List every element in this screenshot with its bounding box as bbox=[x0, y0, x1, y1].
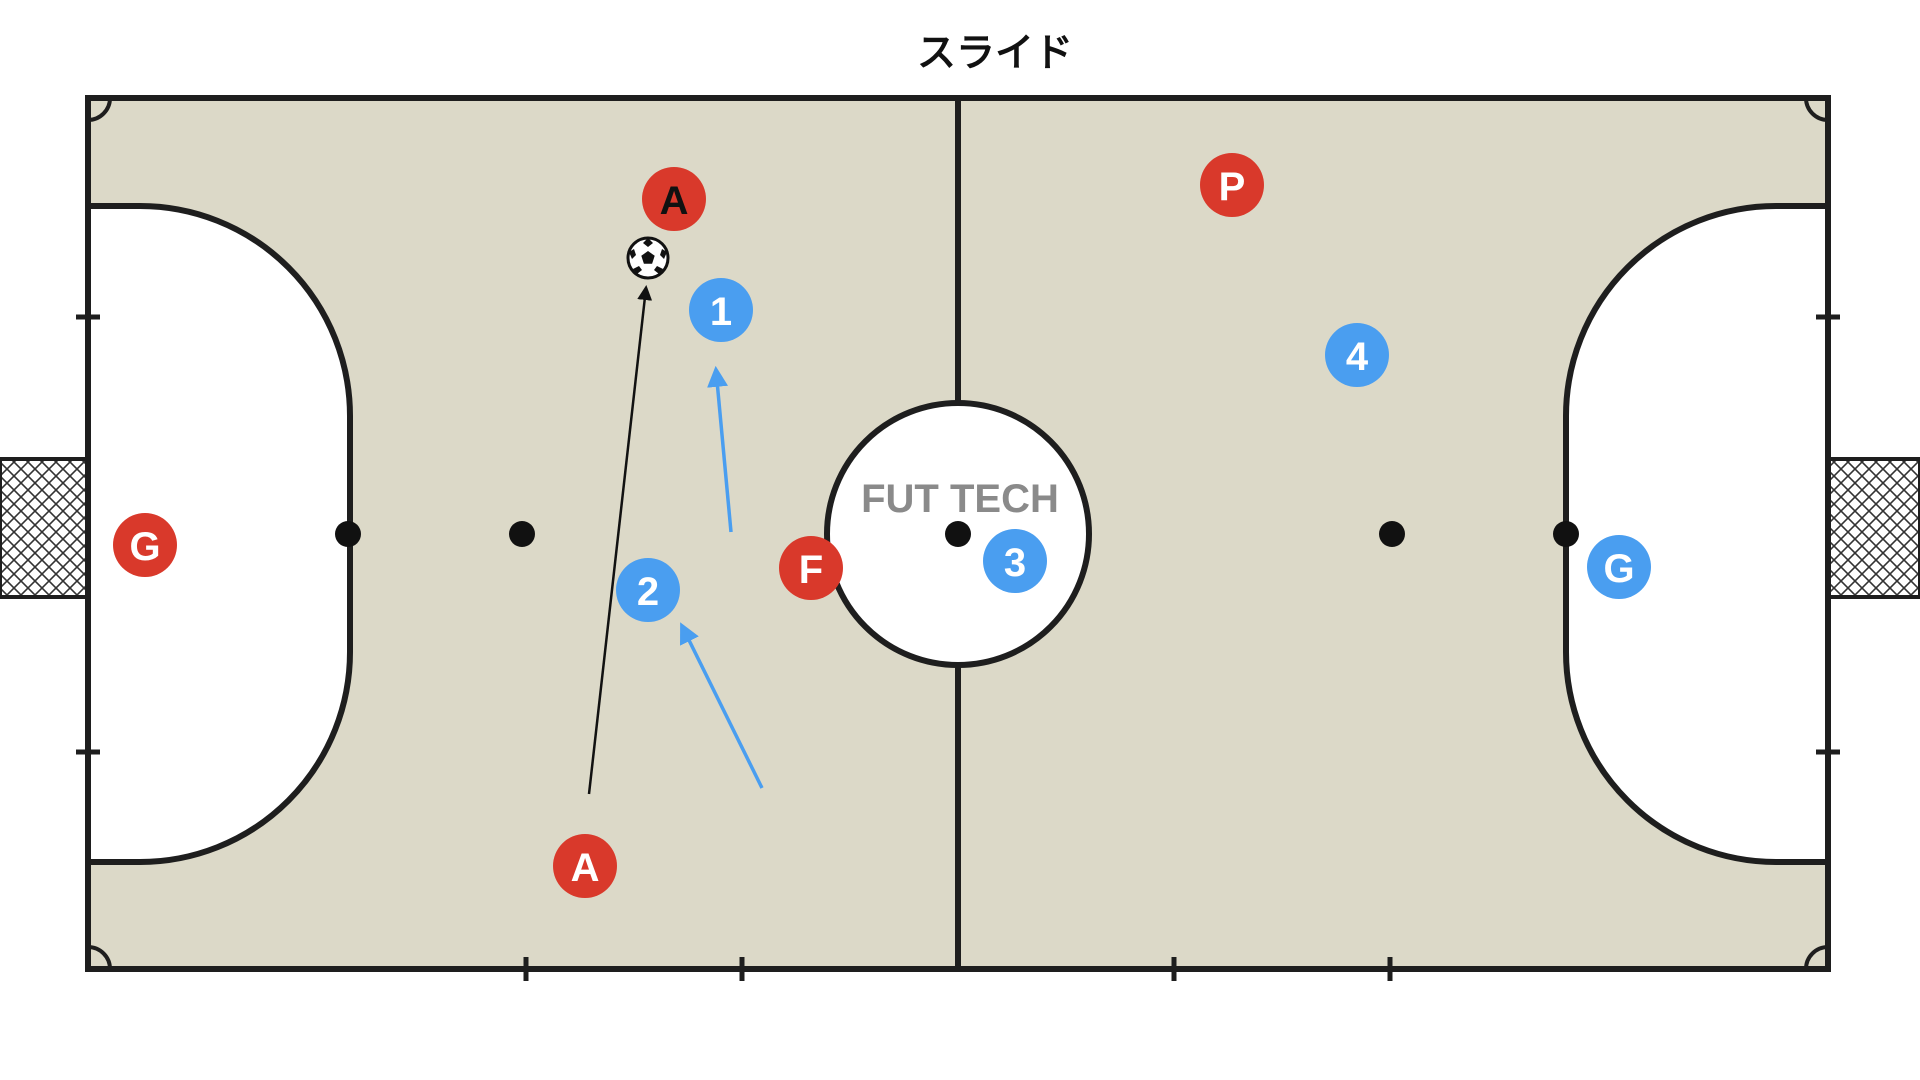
player-label: 1 bbox=[710, 290, 732, 334]
right-penalty-area bbox=[1563, 203, 1831, 865]
player-red-F: F bbox=[779, 536, 843, 600]
corner-arc bbox=[87, 945, 112, 970]
movement-arrow bbox=[707, 365, 733, 533]
player-label: G bbox=[1603, 547, 1634, 591]
penalty-spots bbox=[335, 521, 1579, 547]
player-label: 4 bbox=[1346, 335, 1369, 379]
movement-arrow bbox=[680, 622, 764, 789]
player-blue-3: 3 bbox=[983, 529, 1047, 593]
player-red-A-top: A bbox=[642, 167, 706, 231]
diagram-title: スライド bbox=[916, 31, 1073, 76]
player-blue-2: 2 bbox=[616, 558, 680, 622]
pass-arrow bbox=[587, 285, 653, 795]
player-red-P: P bbox=[1200, 153, 1264, 217]
player-label: A bbox=[571, 846, 600, 890]
left-penalty-area bbox=[85, 203, 353, 865]
goal-net-icon-left bbox=[0, 457, 89, 599]
player-label: P bbox=[1219, 165, 1246, 209]
player-label: F bbox=[799, 548, 823, 592]
player-label: 3 bbox=[1004, 541, 1026, 585]
player-blue-4: 4 bbox=[1325, 323, 1389, 387]
soccer-ball-icon bbox=[626, 236, 670, 280]
player-blue-G: G bbox=[1587, 535, 1651, 599]
player-label: G bbox=[129, 525, 160, 569]
touchline-ticks bbox=[76, 314, 1840, 981]
player-red-G: G bbox=[113, 513, 177, 577]
corner-arc bbox=[1804, 945, 1829, 970]
player-red-A-bottom: A bbox=[553, 834, 617, 898]
watermark-logo: FUT TECH bbox=[861, 477, 1059, 521]
player-label: 2 bbox=[637, 570, 659, 614]
player-blue-1: 1 bbox=[689, 278, 753, 342]
corner-arc bbox=[87, 97, 112, 122]
corner-arc bbox=[1804, 97, 1829, 122]
player-label: A bbox=[660, 179, 689, 223]
goal-net-icon-right bbox=[1827, 457, 1920, 599]
